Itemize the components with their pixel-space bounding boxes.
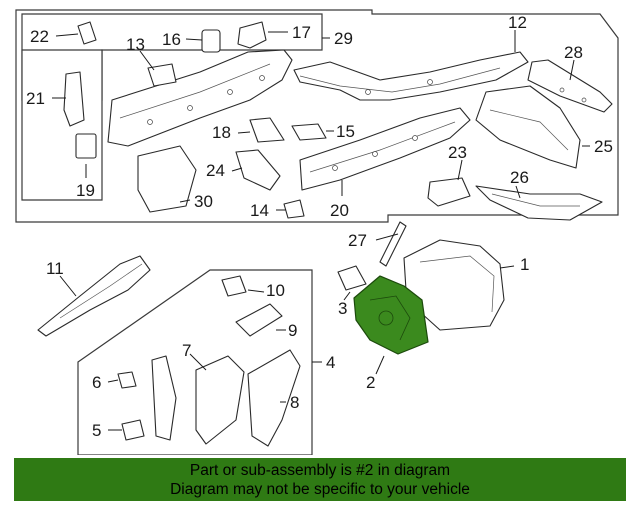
- callout-24: 24: [206, 161, 225, 180]
- callout-5: 5: [92, 421, 101, 440]
- group-box-19: [21, 49, 103, 201]
- part-21-bracket: [63, 71, 85, 127]
- callout-30: 30: [194, 192, 213, 211]
- callout-labels: 22 16 17 29 12 13 28 21 18 15 25 23 24 2…: [26, 13, 613, 440]
- callout-13: 13: [126, 35, 145, 54]
- part-12-rail: [293, 51, 529, 101]
- part-29-rail-assembly: [107, 49, 293, 147]
- callout-7: 7: [182, 341, 191, 360]
- callout-18: 18: [212, 123, 231, 142]
- part-14-clip: [283, 199, 305, 219]
- callout-15: 15: [336, 122, 355, 141]
- part-5-clip: [121, 419, 145, 441]
- part-4-pillar-inner: [151, 355, 177, 441]
- part-2-highlighted[interactable]: [353, 275, 429, 355]
- callout-2: 2: [366, 373, 375, 392]
- callout-8: 8: [290, 393, 299, 412]
- callout-1: 1: [520, 255, 529, 274]
- callout-21: 21: [26, 89, 45, 108]
- part-9-bracket: [235, 303, 283, 337]
- part-20-rail: [299, 107, 471, 191]
- part-15-plate: [291, 123, 327, 141]
- part-13-bracket: [147, 63, 177, 87]
- banner-line-2: Diagram may not be specific to your vehi…: [170, 481, 470, 498]
- callout-23: 23: [448, 143, 467, 162]
- callout-20: 20: [330, 201, 349, 220]
- callout-14: 14: [250, 201, 269, 220]
- leader-lines: [52, 30, 590, 431]
- callout-9: 9: [288, 321, 297, 340]
- part-28-bracket: [527, 59, 613, 113]
- part-7-pillar: [195, 355, 245, 445]
- callout-26: 26: [510, 168, 529, 187]
- banner-line-1: Part or sub-assembly is #2 in diagram: [189, 462, 451, 479]
- callout-29: 29: [334, 29, 353, 48]
- parts-diagram: 22 16 17 29 12 13 28 21 18 15 25 23 24 2…: [15, 9, 619, 455]
- part-17-bracket: [237, 21, 267, 49]
- callout-19: 19: [76, 181, 95, 200]
- part-6-clip: [117, 371, 137, 389]
- callout-22: 22: [30, 27, 49, 46]
- part-11-rail: [37, 255, 151, 337]
- callout-12: 12: [508, 13, 527, 32]
- callout-10: 10: [266, 281, 285, 300]
- part-10-block: [221, 275, 247, 297]
- callout-11: 11: [46, 259, 64, 278]
- callout-28: 28: [564, 43, 583, 62]
- part-22-clip: [77, 21, 97, 45]
- part-8-pillar: [247, 349, 301, 447]
- callout-4: 4: [326, 353, 335, 372]
- callout-16: 16: [162, 30, 181, 49]
- part-19-plate: [75, 133, 97, 159]
- part-16-block: [201, 29, 221, 53]
- part-25-apron: [475, 85, 581, 169]
- part-24-bracket: [235, 149, 281, 191]
- info-banner: Part or sub-assembly is #2 in diagram Di…: [14, 458, 626, 501]
- part-23-bracket: [427, 177, 471, 207]
- part-18-bracket: [249, 117, 285, 143]
- callout-25: 25: [594, 137, 613, 156]
- callout-27: 27: [348, 231, 367, 250]
- part-26-panel: [475, 185, 603, 221]
- callout-17: 17: [292, 23, 311, 42]
- part-27-rod: [379, 221, 407, 267]
- callout-6: 6: [92, 373, 101, 392]
- part-3-bracket: [337, 265, 367, 291]
- part-30-bracket: [137, 145, 197, 213]
- callout-3: 3: [338, 299, 347, 318]
